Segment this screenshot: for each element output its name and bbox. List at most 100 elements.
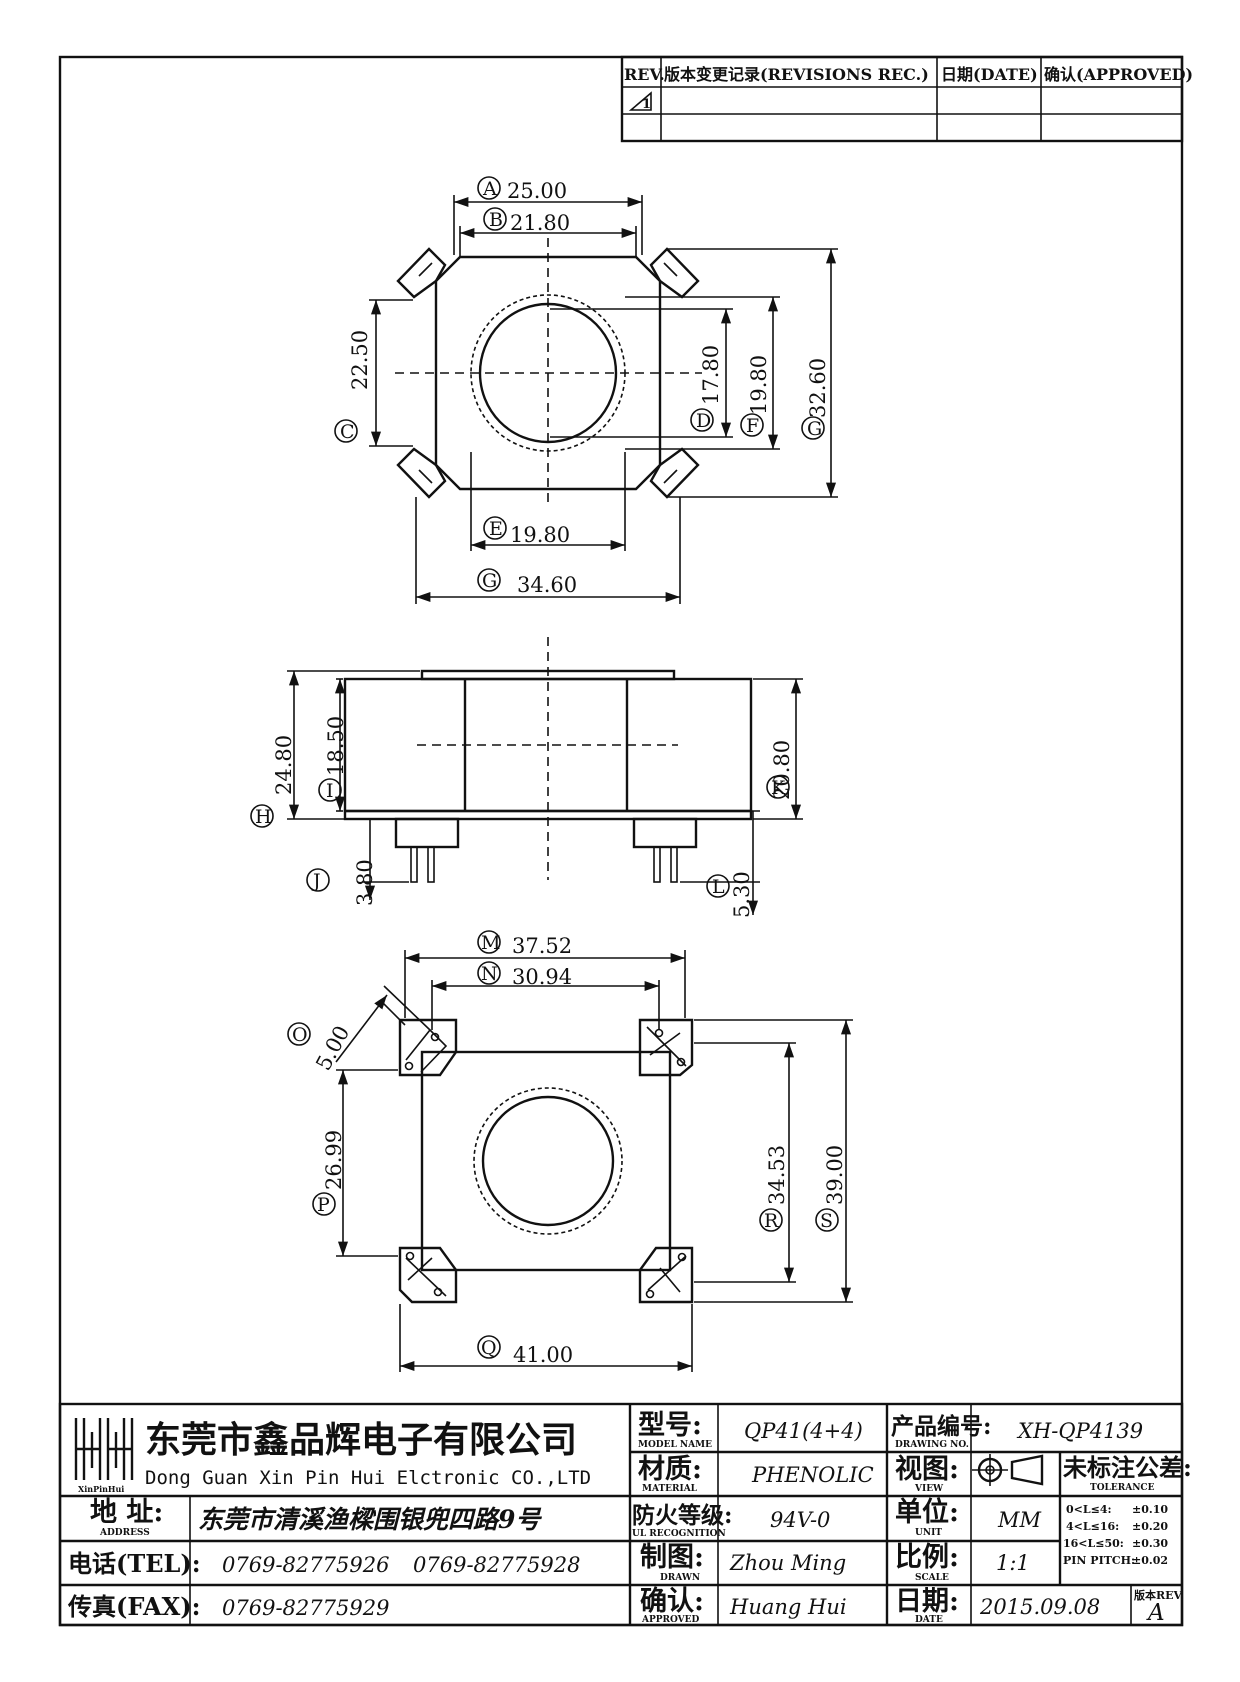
tol-value-1: ±0.10 [1132,1503,1168,1516]
approved-label: 确认: [640,1585,704,1617]
label-B: B [489,209,503,231]
label-F: F [746,415,759,437]
label-E: E [489,518,503,540]
approved-value: Huang Hui [729,1595,847,1619]
label-G-horizontal: G [482,570,497,592]
tel-label: 电话(TEL): [68,1549,201,1578]
dim-N: 30.94 [512,965,572,989]
date-value: 2015.09.08 [979,1595,1100,1619]
material-value: PHENOLIC [751,1463,874,1487]
address-label: 地 址: [90,1497,163,1528]
dim-R: 34.53 [765,1145,789,1205]
material-label: 材质: [638,1454,702,1485]
rev-value: A [1146,1600,1165,1626]
dim-I: 18.50 [324,716,348,776]
scale-value: 1:1 [996,1551,1030,1575]
unit-label: 单位: [895,1496,959,1528]
tel-value-1: 0769-82775926 [222,1553,389,1577]
tol-range-2: 4<L≤16: [1066,1520,1119,1533]
date-label: 日期: [895,1586,959,1617]
tolerance-label: 未标注公差: [1063,1453,1192,1482]
projection-symbol-icon [972,1454,1044,1486]
approved-label-en: APPROVED [641,1615,700,1625]
drawn-value: Zhou Ming [729,1551,846,1575]
pin-pad-top-right [638,1018,694,1077]
dim-G-horizontal: 34.60 [517,573,577,597]
label-L: L [712,876,725,898]
dim-G-vertical: 32.60 [806,358,830,418]
company-name-zh: 东莞市鑫品辉电子有限公司 [145,1419,577,1461]
ul-label: 防火等级: [632,1502,733,1529]
dim-F: 19.80 [747,355,771,415]
dim-K: 20.80 [770,740,794,800]
dim-S: 39.00 [823,1145,847,1205]
label-G-vertical: G [807,418,822,440]
unit-value: MM [997,1508,1042,1532]
company-name-en: Dong Guan Xin Pin Hui Elctronic CO.,LTD [145,1467,591,1489]
tel-value-2: 0769-82775928 [413,1553,580,1577]
fax-label: 传真(FAX): [67,1592,200,1621]
rev-label: 版本REV. [1134,1588,1184,1602]
drawing-no-value: XH-QP4139 [1016,1419,1143,1443]
tolerance-label-en: TOLERANCE [1090,1483,1155,1493]
label-O: O [292,1024,308,1046]
tol-range-3: 16<L≤50: [1063,1537,1124,1550]
pin-pad-bottom-left [398,1246,458,1304]
dim-H: 24.80 [272,735,296,795]
view-label: 视图: [895,1454,959,1485]
rev-triangle-icon [628,91,652,111]
label-I: I [326,780,334,802]
tolerance-table: 0<L≤4: ±0.10 4<L≤16: ±0.20 16<L≤50: ±0.3… [1063,1503,1168,1567]
model-label-en: MODEL NAME [638,1440,712,1450]
label-D: D [696,410,711,432]
dim-E: 19.80 [510,523,570,547]
scale-label: 比例: [895,1542,959,1573]
ul-value: 94V-0 [770,1508,830,1532]
tol-range-1: 0<L≤4: [1066,1503,1112,1516]
top-view-outline [434,255,662,491]
revision-block: REV. 版本变更记录(REVISIONS REC.) 日期(DATE) 确认(… [620,55,1193,143]
dim-Q: 41.00 [513,1343,573,1367]
tol-value-2: ±0.20 [1132,1520,1168,1533]
drawing-no-label: 产品编号: [891,1413,992,1440]
label-S: S [820,1210,833,1232]
dim-O: 5.00 [311,1022,354,1075]
label-C: C [340,421,355,443]
pin-pad-top-left [398,1018,458,1077]
top-view: A 25.00 B 21.80 22.50 C 17.80 D 19.80 F [334,176,838,604]
title-block: XinPinHui 东莞市鑫品辉电子有限公司 Dong Guan Xin Pin… [58,1402,1192,1627]
dim-M: 37.52 [512,934,572,958]
bottom-bore-outer [473,1087,623,1235]
logo-text: XinPinHui [78,1484,124,1494]
unit-label-en: UNIT [915,1528,942,1538]
side-pin-right-1 [653,846,661,883]
company-logo-icon: XinPinHui [74,1418,134,1494]
label-M: M [481,932,500,954]
drawn-label-en: DRAWN [660,1573,700,1583]
label-N: N [481,963,498,985]
bottom-bore-inner [481,1095,615,1227]
bottom-body [420,1050,672,1272]
dim-D: 17.80 [699,345,723,405]
sheet-border [58,55,1184,1627]
drawn-label: 制图: [640,1542,704,1573]
tol-range-4: PIN PITCH: [1063,1554,1135,1567]
model-label: 型号: [638,1410,702,1441]
bracket-bottom-left [396,447,447,499]
bracket-bottom-right [649,447,700,499]
address-label-en: ADDRESS [99,1528,150,1538]
side-pin-block-right [632,817,698,849]
dim-A: 25.00 [507,179,567,203]
dim-J: 3.80 [353,859,377,906]
tol-value-3: ±0.30 [1132,1537,1168,1550]
label-K: K [771,777,786,799]
dim-B: 21.80 [510,211,570,235]
side-pin-left-2 [427,846,435,883]
rev-row1-number: 1 [642,97,651,112]
side-pin-block-left [394,817,460,849]
material-label-en: MATERIAL [642,1484,698,1494]
label-A: A [482,178,497,200]
bracket-top-left [396,247,447,299]
label-R: R [764,1210,779,1232]
